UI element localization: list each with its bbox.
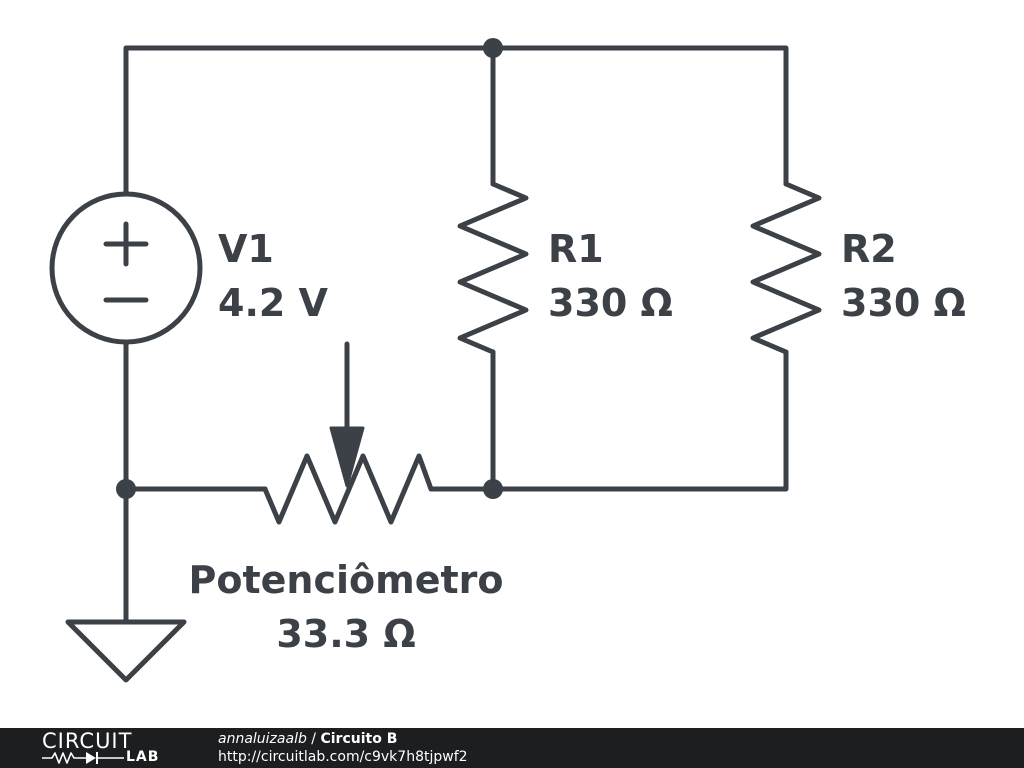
r1-name-label: R1 bbox=[548, 227, 604, 271]
wire-top[interactable] bbox=[123, 45, 789, 195]
resistor-r2[interactable] bbox=[750, 181, 822, 355]
junction-dot-top bbox=[483, 38, 503, 58]
ground-symbol[interactable] bbox=[65, 619, 187, 683]
logo-text-top: CIRCUIT bbox=[42, 729, 133, 753]
junction-dot-bottom-left bbox=[116, 479, 136, 499]
v1-value-label: 4.2 V bbox=[218, 281, 329, 325]
circuit-title[interactable]: Circuito B bbox=[320, 731, 398, 747]
v1-name-label: V1 bbox=[218, 227, 274, 271]
r2-value-label: 330 Ω bbox=[841, 281, 966, 325]
byline-separator: / bbox=[306, 731, 321, 747]
pot-name-label: Potenciômetro bbox=[189, 558, 504, 602]
circuit-meta: annaluizaalb / Circuito B http://circuit… bbox=[218, 730, 468, 766]
circuitlab-logo[interactable]: CIRCUIT LAB bbox=[42, 730, 182, 766]
potentiometer-wiper-arrow[interactable] bbox=[329, 341, 365, 488]
author-link[interactable]: annaluizaalb bbox=[218, 731, 307, 747]
logo-resistor-diode-icon bbox=[42, 752, 124, 764]
junction-dot-bottom-right bbox=[483, 479, 503, 499]
wire-r2-bottom[interactable] bbox=[428, 349, 789, 492]
circuit-url[interactable]: http://circuitlab.com/c9vk7h8tjpwf2 bbox=[218, 749, 468, 765]
circuit-byline: annaluizaalb / Circuito B bbox=[218, 730, 468, 748]
resistor-r1[interactable] bbox=[457, 181, 529, 355]
pot-value-label: 33.3 Ω bbox=[276, 612, 415, 656]
circuit-schematic: V1 4.2 V R1 330 Ω R2 330 Ω Potenciômetro… bbox=[49, 38, 966, 683]
r2-name-label: R2 bbox=[841, 227, 897, 271]
logo-text-bottom: LAB bbox=[126, 749, 160, 765]
potentiometer[interactable] bbox=[262, 453, 434, 525]
r1-value-label: 330 Ω bbox=[548, 281, 673, 325]
voltage-source-v1[interactable] bbox=[49, 191, 203, 345]
footer-bar: CIRCUIT LAB annaluizaalb / Circuito B ht… bbox=[0, 728, 1024, 768]
